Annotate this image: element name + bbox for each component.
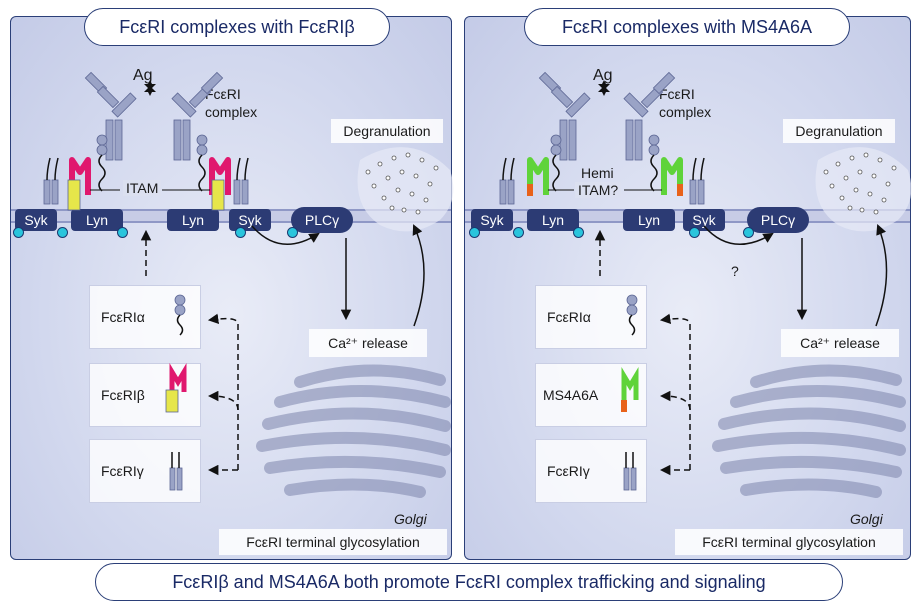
right-golgi-icon xyxy=(712,364,906,498)
golgi-label: Golgi xyxy=(850,511,883,527)
phospho-dot xyxy=(689,227,700,238)
antigen-label: Ag xyxy=(133,67,153,84)
antigen-label: Ag xyxy=(593,67,613,84)
fceri-complex-label: FcεRI complex xyxy=(659,86,712,120)
phospho-dot xyxy=(573,227,584,238)
left-receptor-graphic xyxy=(43,71,249,211)
left-golgi-icon xyxy=(256,364,451,498)
subunit-label-gamma: FcεRIγ xyxy=(101,463,144,479)
phospho-dot xyxy=(57,227,68,238)
phospho-dot xyxy=(117,227,128,238)
left-panel: Syk Lyn Lyn Syk PLCγ Ag FcεRI complex IT… xyxy=(10,16,452,560)
subunit-label-beta: FcεRIβ xyxy=(101,387,145,403)
golgi-label: Golgi xyxy=(394,511,427,527)
phospho-dot xyxy=(743,227,754,238)
antigen-icon xyxy=(598,80,610,96)
phospho-dot xyxy=(469,227,480,238)
plcg-kinase: PLCγ xyxy=(747,207,809,233)
left-signaling-arrows xyxy=(140,224,425,476)
summary-banner: FcεRIβ and MS4A6A both promote FcεRI com… xyxy=(95,563,843,601)
ca-release-label: Ca²⁺ release xyxy=(309,329,427,357)
lyn-kinase-1: Lyn xyxy=(71,209,123,231)
itam-question-label: ITAM? xyxy=(575,182,622,198)
left-degranulation-vesicles xyxy=(357,147,454,232)
ca-release-label: Ca²⁺ release xyxy=(781,329,899,357)
right-receptor-graphic xyxy=(499,71,705,205)
right-degranulation-vesicles xyxy=(815,147,912,232)
right-subunit-icons xyxy=(621,294,639,491)
hemi-label: Hemi xyxy=(581,165,614,181)
ms4a6a-m-icon xyxy=(527,157,549,195)
antigen-icon xyxy=(144,80,156,96)
subunit-label-alpha: FcεRIα xyxy=(101,309,145,325)
subunit-box-ms4a6a xyxy=(535,363,647,427)
phospho-dot xyxy=(13,227,24,238)
left-subunit-icons xyxy=(165,294,187,491)
syk-kinase-2: Syk xyxy=(229,209,271,231)
subunit-label-ms4a6a: MS4A6A xyxy=(543,387,599,403)
phospho-dot xyxy=(235,227,246,238)
phospho-dot xyxy=(513,227,524,238)
lyn-kinase-2: Lyn xyxy=(623,209,675,231)
subunit-box-alpha xyxy=(535,285,647,349)
syk-kinase-1: Syk xyxy=(15,209,57,231)
degranulation-label: Degranulation xyxy=(783,119,895,143)
syk-kinase-2: Syk xyxy=(683,209,725,231)
lyn-kinase-2: Lyn xyxy=(167,209,219,231)
glycosylation-label: FcεRI terminal glycosylation xyxy=(219,529,447,555)
right-signaling-arrows xyxy=(594,224,888,476)
syk-kinase-1: Syk xyxy=(471,209,513,231)
fceri-beta-m-icon xyxy=(69,157,91,195)
lyn-kinase-1: Lyn xyxy=(527,209,579,231)
subunit-label-alpha: FcεRIα xyxy=(547,309,591,325)
fceri-complex-label: FcεRI complex xyxy=(205,86,258,120)
plcg-kinase: PLCγ xyxy=(291,207,353,233)
subunit-label-gamma: FcεRIγ xyxy=(547,463,590,479)
left-panel-title: FcεRI complexes with FcεRIβ xyxy=(84,8,390,46)
itam-label: ITAM xyxy=(123,180,162,196)
phospho-dot xyxy=(287,227,298,238)
glycosylation-label: FcεRI terminal glycosylation xyxy=(675,529,903,555)
degranulation-label: Degranulation xyxy=(331,119,443,143)
right-panel-title: FcεRI complexes with MS4A6A xyxy=(524,8,850,46)
uncertain-link-label: ? xyxy=(731,263,739,279)
